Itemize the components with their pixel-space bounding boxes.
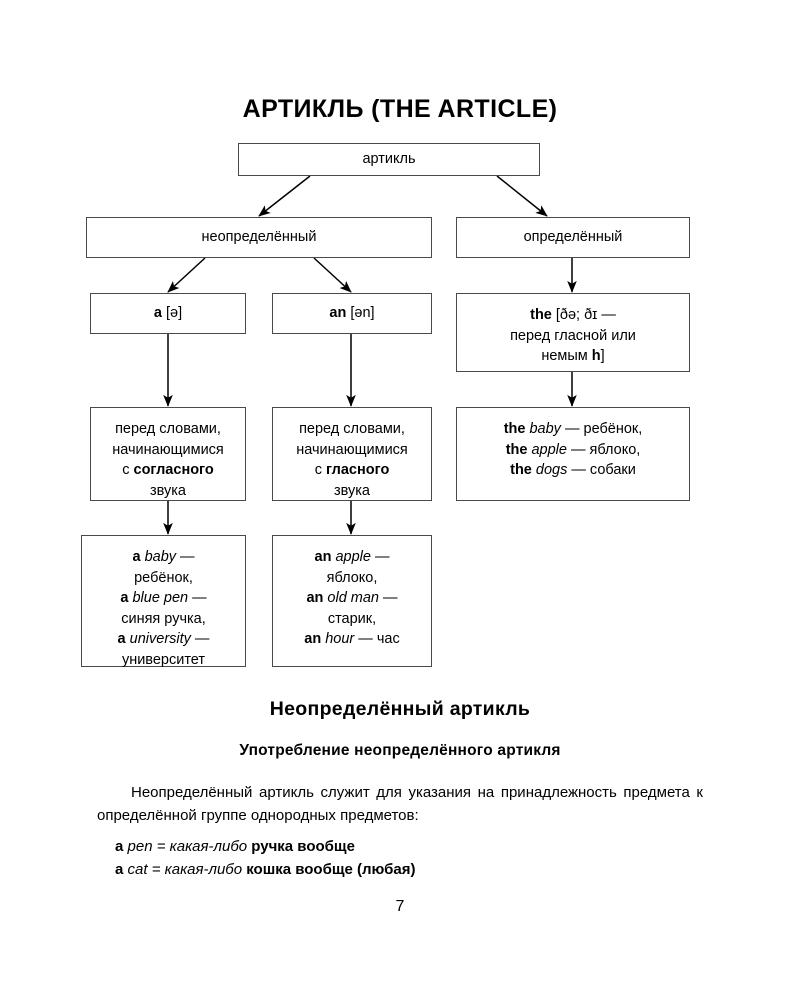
node-examples-a: a baby — ребёнок, a blue pen — синяя руч… — [81, 535, 246, 668]
node-article-an-article: an — [329, 305, 347, 322]
example-a-2-head: a blue pen — — [120, 590, 207, 607]
node-rule-a-line2: начинающимися — [112, 441, 224, 458]
node-rule-an-line2: начинающимися — [296, 441, 408, 458]
node-article-an: an [ən] — [272, 293, 432, 334]
node-rule-an-line3-prefix: с — [314, 462, 326, 479]
node-article-the-transcription-line2: перед гласной или — [510, 327, 636, 344]
node-article-the-article: the — [530, 307, 552, 323]
example-a-1-translation: ребёнок, — [134, 569, 193, 586]
node-rule-a-line3-prefix: с — [122, 462, 134, 479]
example-an-3: an hour — час — [304, 631, 400, 648]
example-an-2-head: an old man — — [306, 590, 398, 607]
node-article-a: a [ə] — [90, 293, 246, 334]
section-examples: a pen = какая-либо ручка вообще a cat = … — [115, 836, 416, 882]
node-article-the: the [ðə; ðɪ — перед гласной или немым h] — [456, 293, 690, 372]
example-the-2: the apple — яблоко, — [505, 441, 641, 458]
section-heading: Неопределённый артикль — [269, 698, 531, 720]
node-indefinite: неопределённый — [86, 217, 432, 258]
node-article-the-transcription-line3-prefix: немым — [541, 348, 592, 365]
node-article-the-transcription-start: [ðə; ðɪ — — [551, 307, 616, 323]
node-article-a-article: a — [153, 305, 162, 322]
node-article-root: артикль — [238, 143, 540, 176]
node-rule-a-consonant: согласного — [133, 462, 214, 479]
example-an-1-head: an apple — — [314, 549, 390, 565]
example-a-3-head: a university — — [117, 631, 210, 648]
example-an-1-translation: яблоко, — [326, 569, 378, 586]
node-article-root-label: артикль — [362, 151, 416, 168]
node-rule-an: перед словами, начинающимися с гласного … — [272, 407, 432, 501]
node-rule-a-line4: звука — [149, 482, 186, 499]
node-rule-a-line1: перед словами, — [115, 421, 221, 437]
section-example-2: a cat = какая-либо кошка вообще (любая) — [115, 860, 416, 878]
node-rule-an-vowel: гласного — [325, 462, 390, 479]
node-definite-label: определённый — [523, 229, 623, 246]
node-examples-the: the baby — ребёнок, the apple — яблоко, … — [456, 407, 690, 501]
node-indefinite-label: неопределённый — [201, 229, 317, 246]
page-number: 7 — [395, 898, 405, 915]
example-the-3: the dogs — собаки — [510, 462, 636, 479]
node-examples-an: an apple — яблоко, an old man — старик, … — [272, 535, 432, 667]
node-article-the-transcription-line3-suffix: ] — [600, 348, 605, 365]
example-an-2-translation: старик, — [327, 610, 377, 627]
node-article-a-transcription: [ə] — [165, 305, 183, 322]
section-paragraph: Неопределённый артикль служит для указан… — [97, 784, 703, 824]
section-example-1: a pen = какая-либо ручка вообще — [115, 838, 355, 855]
section-subheading: Употребление неопределённого артикля — [239, 742, 561, 759]
example-the-1: the baby — ребёнок, — [503, 421, 643, 437]
example-a-3-translation: университет — [121, 651, 206, 668]
example-a-2-translation: синяя ручка, — [121, 610, 206, 627]
node-rule-a: перед словами, начинающимися с согласног… — [90, 407, 246, 501]
node-article-an-transcription: [ən] — [350, 305, 375, 322]
node-rule-an-line4: звука — [333, 482, 370, 499]
example-a-1-head: a baby — — [132, 549, 195, 565]
node-definite: определённый — [456, 217, 690, 258]
node-article-the-mute-h: h — [591, 348, 601, 365]
node-rule-an-line1: перед словами, — [299, 421, 405, 437]
page-title: АРТИКЛЬ (THE ARTICLE) — [242, 95, 558, 123]
